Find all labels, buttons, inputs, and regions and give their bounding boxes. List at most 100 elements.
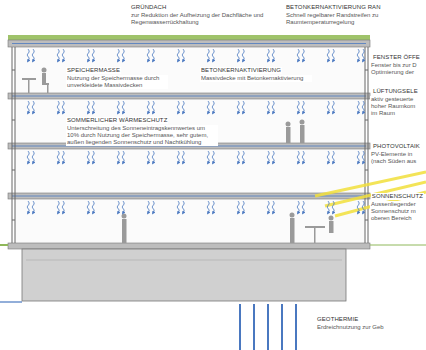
cooling-wave [332, 151, 334, 163]
cooling-wave [92, 151, 94, 163]
cooling-wave [302, 151, 304, 163]
label-text: zur Reduktion der Aufheizung der Dachflä… [130, 12, 267, 26]
cooling-wave [92, 201, 94, 213]
ground-line [0, 244, 8, 246]
cooling-wave [92, 49, 94, 61]
cooling-wave [327, 151, 329, 163]
cooling-wave [87, 101, 89, 113]
cooling-wave [62, 49, 64, 61]
cooling-wave [122, 49, 124, 61]
cooling-wave [327, 101, 329, 113]
cooling-wave [207, 49, 209, 61]
slab-pipes [12, 44, 366, 197]
cooling-wave [357, 49, 359, 61]
cooling-wave [267, 201, 269, 213]
cooling-wave [152, 49, 154, 61]
cooling-wave [122, 101, 124, 113]
basement [22, 249, 346, 301]
cooling-wave [32, 151, 34, 163]
cooling-wave [237, 201, 239, 213]
cooling-wave [57, 201, 59, 213]
cooling-wave [117, 151, 119, 163]
cooling-wave [27, 151, 29, 163]
cooling-wave [362, 49, 364, 61]
cooling-wave [237, 101, 239, 113]
cooling-wave [362, 201, 364, 213]
label-text: Nutzung der Speichermasse durch unverkle… [66, 75, 168, 89]
cooling-wave [147, 101, 149, 113]
cooling-wave [62, 151, 64, 163]
label-text: Massivdecke mit Betonkernaktivierung [200, 75, 312, 82]
cooling-wave [92, 101, 94, 113]
cooling-wave [272, 49, 274, 61]
cooling-wave [152, 151, 154, 163]
cooling-wave [302, 201, 304, 213]
cooling-wave [297, 101, 299, 113]
cooling-wave [272, 201, 274, 213]
cooling-wave [32, 49, 34, 61]
cooling-wave [297, 201, 299, 213]
cooling-wave [32, 201, 34, 213]
cooling-wave [272, 101, 274, 113]
cooling-wave [302, 49, 304, 61]
cooling-wave [242, 101, 244, 113]
cooling-wave [177, 49, 179, 61]
cooling-wave [147, 151, 149, 163]
cooling-wave [117, 49, 119, 61]
cooling-wave [267, 151, 269, 163]
cooling-wave [57, 49, 59, 61]
cooling-wave [182, 101, 184, 113]
label-heading: BETONKERNAKTIVIERUNG [200, 67, 282, 74]
cooling-wave [332, 101, 334, 113]
label-heading: BETONKERNAKTIVIERUNG RAN [285, 4, 382, 11]
cooling-wave [272, 151, 274, 163]
cooling-wave [32, 101, 34, 113]
cooling-wave [87, 49, 89, 61]
cooling-wave [122, 151, 124, 163]
cooling-wave [182, 49, 184, 61]
cooling-wave [117, 201, 119, 213]
cooling-wave [212, 49, 214, 61]
cooling-wave [237, 151, 239, 163]
cooling-wave [152, 201, 154, 213]
cooling-wave [27, 201, 29, 213]
cooling-wave [57, 151, 59, 163]
label-heading: LÜFTUNGSELE [372, 88, 419, 95]
cooling-wave [207, 101, 209, 113]
cooling-wave [332, 201, 334, 213]
cooling-wave [122, 201, 124, 213]
label-text: aktiv gesteuerte hoher Raumkom im Raum [370, 96, 424, 117]
cooling-wave [207, 151, 209, 163]
cooling-wave [177, 151, 179, 163]
cooling-wave [357, 151, 359, 163]
cooling-wave [297, 49, 299, 61]
facade [12, 47, 368, 243]
cooling-wave [212, 101, 214, 113]
cooling-wave [302, 101, 304, 113]
cooling-wave [62, 101, 64, 113]
green-roof [8, 35, 370, 40]
cooling-wave [327, 201, 329, 213]
cooling-wave [207, 201, 209, 213]
cooling-wave [357, 101, 359, 113]
label-text: Schnell regelbarer Randstreifen zu Raumt… [285, 12, 402, 26]
label-heading: SONNENSCHUTZ [371, 193, 424, 200]
cooling-wave [62, 201, 64, 213]
people [22, 68, 334, 244]
cooling-wave [362, 101, 364, 113]
cooling-wave [362, 151, 364, 163]
cooling-wave [242, 49, 244, 61]
ground-line [370, 245, 426, 246]
cooling-wave [242, 201, 244, 213]
supply-pipe [0, 301, 22, 302]
cooling-wave [177, 101, 179, 113]
label-heading: FENSTER ÖFFE [372, 54, 421, 61]
cooling-wave [147, 201, 149, 213]
cooling-wave [182, 201, 184, 213]
label-heading: SPEICHERMASSE [66, 67, 121, 74]
cooling-wave [182, 151, 184, 163]
cooling-wave [267, 49, 269, 61]
cooling-wave [27, 101, 29, 113]
cooling-wave [327, 49, 329, 61]
